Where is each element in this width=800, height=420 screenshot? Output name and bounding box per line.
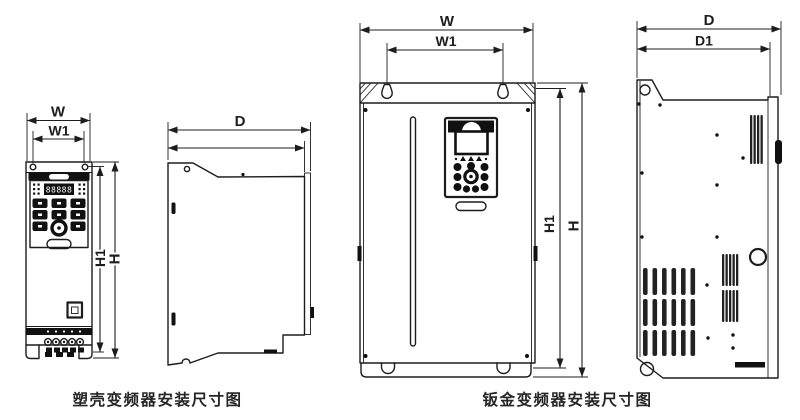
back-mounting-plate	[304, 172, 311, 335]
keypad-frame	[443, 116, 499, 199]
mounting-feet	[25, 344, 93, 360]
keyhole-slot-left	[381, 83, 393, 100]
side-tab-left	[357, 246, 362, 261]
keyhole-slot-right	[497, 83, 509, 100]
screw-dots	[637, 102, 745, 350]
front-slot-upper	[171, 202, 176, 214]
molded-side-view: D	[167, 113, 314, 366]
sheet-keypad	[443, 116, 499, 199]
dim-w: W	[359, 13, 534, 82]
keypad-screen	[454, 130, 489, 156]
keypad-lower-slot	[46, 238, 72, 250]
keypad-display	[44, 183, 74, 195]
dim-h: H	[533, 82, 588, 378]
dim-label-d: D	[235, 113, 246, 130]
dim-label-h: H	[566, 221, 583, 232]
dim-label-h: H	[107, 254, 124, 265]
gland-hole	[748, 247, 768, 267]
side-screw-hole	[183, 165, 191, 173]
mounting-screw-right	[81, 163, 89, 171]
bottom-rear-tab	[735, 362, 765, 368]
vent-slot	[409, 116, 417, 347]
sheet-body-outline	[359, 82, 536, 364]
dim-d: D	[636, 12, 782, 95]
bracket-hole-bottom	[639, 361, 655, 377]
keypad-buttons	[32, 198, 86, 237]
keypad-panel	[29, 179, 89, 249]
keypad-top-tab	[49, 174, 69, 180]
run-knob	[50, 219, 68, 237]
dim-label-h1: H1	[92, 249, 108, 267]
logo-badge	[66, 301, 84, 319]
dim-h1: H1	[533, 88, 566, 369]
terminal-block	[26, 326, 92, 353]
vent-slats-middle	[722, 254, 739, 322]
led-indicators	[33, 183, 86, 195]
dim-d1: D1	[637, 33, 771, 96]
keypad-hook	[462, 122, 481, 132]
sheet-side-view: D D1	[636, 12, 782, 379]
panel-screws	[363, 108, 530, 358]
dim-h: H	[93, 161, 126, 359]
vent-slats-top	[750, 115, 763, 164]
bottom-bracket	[360, 362, 532, 378]
sheet-side-outline	[636, 79, 779, 379]
sheet-front-view: W W1 H1 H	[357, 13, 588, 378]
keypad-indicator-row	[454, 156, 488, 161]
bottom-tab	[264, 349, 277, 354]
rear-connector	[775, 140, 782, 164]
dim-label-d: D	[704, 12, 715, 29]
mounting-screw-left	[29, 163, 37, 171]
caption-sheet-metal: 钣金变频器安装尺寸图	[482, 392, 653, 409]
molded-body-outline	[25, 161, 93, 346]
corner-hatching	[359, 82, 536, 104]
heatsink-fins	[643, 268, 696, 356]
nameplate-slot	[455, 201, 487, 212]
dim-w1: W1	[32, 121, 85, 163]
front-slot-lower	[171, 312, 176, 326]
bracket-hole-top	[639, 84, 651, 96]
molded-front-view: 88888	[25, 104, 126, 360]
dim-w: W	[26, 104, 91, 161]
dim-h1: H1	[88, 166, 110, 353]
dim-label-w1: W1	[436, 33, 457, 49]
molded-keypad: 88888	[28, 172, 90, 250]
dim-label-w: W	[51, 104, 66, 121]
top-rivet	[241, 172, 245, 177]
keypad-display-value: 88888	[46, 185, 73, 194]
rear-tab	[310, 307, 314, 318]
dim-label-d1: D1	[695, 33, 713, 49]
molded-side-outline	[167, 162, 306, 366]
dim-label-w: W	[440, 13, 455, 30]
side-tab-right	[533, 246, 538, 261]
dim-label-w1: W1	[49, 123, 70, 139]
caption-molded-case: 塑壳变频器安装尺寸图	[72, 392, 243, 409]
dim-w1: W1	[386, 33, 504, 83]
dim-label-h1: H1	[541, 215, 557, 233]
keypad-button-cluster	[453, 162, 489, 193]
dim-d: D	[167, 113, 311, 172]
